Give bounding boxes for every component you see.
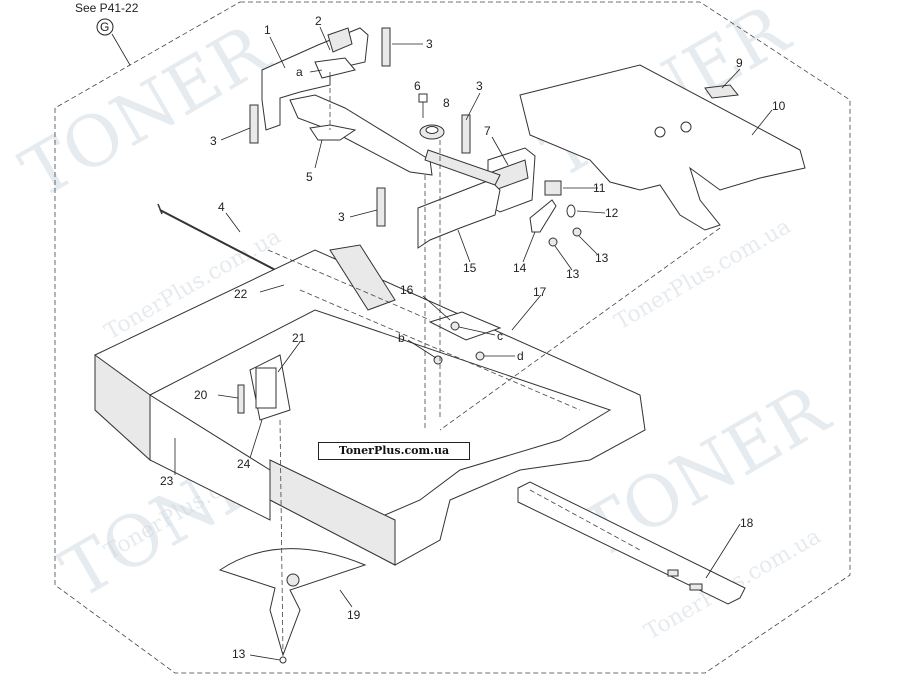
part-3-pad bbox=[249, 104, 259, 144]
watermark-logo: TONER bbox=[8, 8, 284, 215]
callout-16: 16 bbox=[400, 283, 414, 297]
screw-c bbox=[450, 321, 460, 331]
part-15-slider bbox=[417, 149, 501, 249]
callout-13: 13 bbox=[232, 647, 246, 661]
callout-20: 20 bbox=[194, 388, 208, 402]
part-19-sector bbox=[218, 548, 367, 657]
assembly-lines bbox=[267, 72, 721, 656]
callout-12: 12 bbox=[605, 206, 619, 220]
screw-d bbox=[475, 351, 485, 361]
callout-14: 14 bbox=[513, 261, 527, 275]
part-3-pad bbox=[376, 187, 386, 227]
callout-15: 15 bbox=[463, 261, 477, 275]
part-1-bracket bbox=[261, 27, 369, 131]
callout-1: 1 bbox=[264, 23, 271, 37]
part-3-pad bbox=[381, 27, 391, 67]
part-13-screw bbox=[548, 237, 558, 247]
callout-13: 13 bbox=[595, 251, 609, 265]
reference-leader bbox=[111, 33, 131, 66]
main-tray-body bbox=[94, 244, 646, 566]
callout-5: 5 bbox=[306, 170, 313, 184]
callout-3: 3 bbox=[426, 37, 433, 51]
reference-symbol: G bbox=[100, 20, 109, 34]
part-24-holder bbox=[255, 367, 277, 409]
callout-13: 13 bbox=[566, 267, 580, 281]
callout-9: 9 bbox=[736, 56, 743, 70]
callout-21: 21 bbox=[292, 331, 306, 345]
part-13-screw bbox=[279, 656, 287, 664]
callout-24: 24 bbox=[237, 457, 251, 471]
part-13-screw bbox=[572, 227, 582, 237]
leader-lines bbox=[174, 26, 773, 661]
part-6-screw bbox=[418, 93, 428, 118]
callout-labels: 1 2 3 3 3 3 4 5 6 7 8 9 10 11 12 13 13 1… bbox=[160, 14, 786, 661]
part-20-pad bbox=[237, 384, 245, 414]
callout-11: 11 bbox=[593, 181, 606, 195]
callout-7: 7 bbox=[484, 124, 491, 138]
part-11-clip bbox=[544, 180, 562, 196]
callout-8: 8 bbox=[443, 96, 450, 110]
assembly-boundary bbox=[54, 1, 851, 674]
callout-23: 23 bbox=[160, 474, 174, 488]
callout-c: c bbox=[497, 329, 503, 343]
callout-6: 6 bbox=[414, 79, 421, 93]
watermark-caption: TonerPlus.com.ua bbox=[318, 442, 470, 460]
callout-3: 3 bbox=[476, 79, 483, 93]
callout-d: d bbox=[517, 349, 524, 363]
part-12-pin bbox=[566, 204, 576, 218]
part-3-pad bbox=[461, 114, 471, 154]
callout-3: 3 bbox=[338, 210, 345, 224]
part-8-gear bbox=[419, 124, 445, 140]
callout-b: b bbox=[398, 331, 405, 345]
part-18-rail bbox=[517, 481, 746, 605]
reference-circle bbox=[96, 18, 114, 36]
part-16-plate bbox=[428, 311, 502, 341]
callout-22: 22 bbox=[234, 287, 248, 301]
part-4-rod bbox=[157, 203, 286, 276]
reference-text: See P41-22 bbox=[75, 1, 139, 15]
callout-a: a bbox=[296, 65, 303, 79]
part-5-plate bbox=[289, 94, 433, 176]
watermark-url: TonerPlus.com.ua bbox=[611, 214, 796, 335]
part-14-lever bbox=[529, 199, 557, 233]
callout-4: 4 bbox=[218, 200, 225, 214]
callout-2: 2 bbox=[315, 14, 322, 28]
callout-3: 3 bbox=[210, 134, 217, 148]
callout-10: 10 bbox=[772, 99, 786, 113]
callout-18: 18 bbox=[740, 516, 754, 530]
part-10-sheet bbox=[519, 64, 806, 231]
callout-17: 17 bbox=[533, 285, 547, 299]
callout-19: 19 bbox=[347, 608, 361, 622]
